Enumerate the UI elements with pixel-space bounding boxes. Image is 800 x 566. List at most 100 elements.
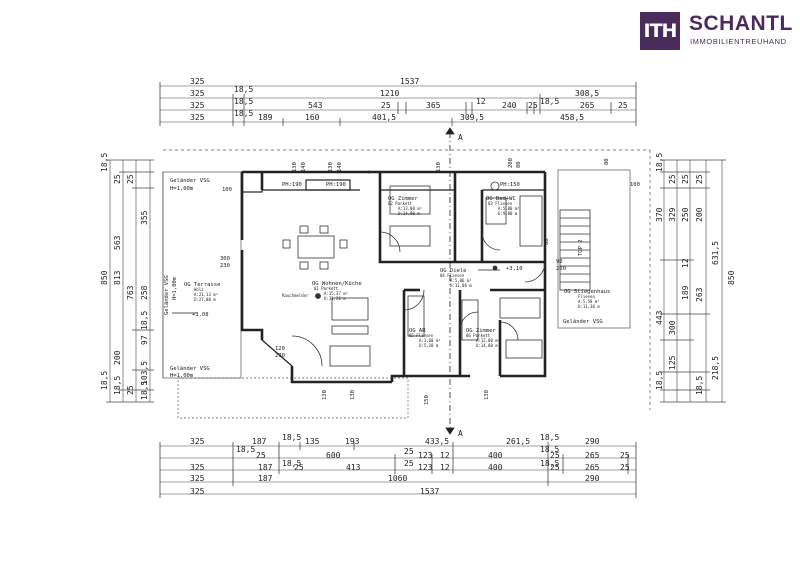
dim-bot-1a: 325 <box>190 437 205 446</box>
dim-left-185b: 18,5 <box>100 153 109 172</box>
dim-left-97: 97 <box>140 335 149 345</box>
dim-bot-2k: 25 <box>620 451 630 460</box>
room-terrace-name: OG Terrasse <box>184 282 220 288</box>
dim-top-3b: 18,5 <box>234 97 253 106</box>
room-stairwell-perimeter: U:11,30 m <box>578 304 600 309</box>
room-stairwell-floor: Fliesen <box>578 294 595 299</box>
dim-right-2185a: 218,5 <box>711 356 720 380</box>
dim-right-185a: 18,5 <box>655 371 664 390</box>
dim-left-763: 763 <box>126 285 135 300</box>
inner-dim-300: 300 <box>220 256 230 262</box>
dim-bot-1b: 187 <box>252 437 267 446</box>
dim-bot-2b: 25 <box>256 451 266 460</box>
dim-top-4a: 325 <box>190 113 205 122</box>
dim-left-185a: 18,5 <box>100 371 109 390</box>
dim-left-813: 813 <box>113 270 122 285</box>
dim-left-25a: 25 <box>113 174 122 184</box>
dim-top-4d: 160 <box>305 113 320 122</box>
dim-bot-2i: 25 <box>550 451 560 460</box>
dim-bot-3g: 123 <box>418 463 433 472</box>
dim-bot-3c: 18,5 <box>282 459 301 468</box>
parapet-height-b: PH:190 <box>326 182 346 188</box>
brand-subtitle: IMMOBILIENTREUHAND <box>690 37 787 46</box>
dim-right-185c: 18,5 <box>695 376 704 395</box>
dim-top-3i: 18,5 <box>540 97 559 106</box>
inner-dim-100b: 100 <box>630 182 640 188</box>
room-hall-area: A:5,06 m² <box>450 278 472 283</box>
dim-bot-2g: 400 <box>488 451 503 460</box>
room-bedroom-1-floor: 02 Parkett <box>388 201 413 206</box>
dim-top-2a: 325 <box>190 89 205 98</box>
dim-bot-5b: 1537 <box>420 487 439 496</box>
room-living-area: A:35,37 m² <box>324 291 348 296</box>
dim-right-125: 125 <box>668 355 677 370</box>
inner-dim-140a: 140 <box>301 162 307 172</box>
room-storage-floor: 05 Fliesen <box>409 333 434 338</box>
dim-bot-3i: 400 <box>488 463 503 472</box>
dim-bot-2f: 12 <box>440 451 450 460</box>
dim-bot-2j: 265 <box>585 451 600 460</box>
railing-top-label: Geländer VSG <box>170 178 210 184</box>
dim-top-3e: 365 <box>426 101 441 110</box>
dim-bot-3f: 25 <box>404 459 414 468</box>
railing-bottom-height: H=1,00m <box>170 373 194 379</box>
top2-label: TOP 2 <box>578 239 584 256</box>
room-storage-name: OG AR <box>409 328 426 334</box>
parapet-height-a: PH:190 <box>282 182 302 188</box>
dim-bot-1f: 433,5 <box>425 437 449 446</box>
room-bedroom-1-perimeter: U:14,80 m <box>398 211 420 216</box>
dim-bot-4d: 290 <box>585 474 600 483</box>
room-bedroom-2: OG Zimmer 06 Parkett A:12,00 m² U:14,00 … <box>466 328 500 348</box>
dim-bot-4c: 1060 <box>388 474 407 483</box>
dim-right-outer: 850 <box>727 270 736 285</box>
dim-right-263: 263 <box>695 287 704 302</box>
dim-top-2b: 18,5 <box>234 85 253 94</box>
inner-dim-100a: 100 <box>222 187 232 193</box>
inner-dim-130f: 130 <box>484 390 490 400</box>
section-label-bottom: A <box>458 429 463 438</box>
dim-right-6315: 631,5 <box>711 241 720 265</box>
room-terrace-floor: Holz <box>194 287 204 292</box>
dim-top-3d: 25 <box>381 101 391 110</box>
dim-bot-3e: 413 <box>346 463 361 472</box>
railing-stair-label: Geländer VSG <box>563 319 603 325</box>
dim-bot-3l: 265 <box>585 463 600 472</box>
dim-bot-3d: 25 <box>294 463 304 472</box>
dim-top-1b: 1537 <box>400 77 419 86</box>
dim-left-200: 200 <box>113 350 122 365</box>
room-bath: OG Bad+WC 03 Fliesen A:5,00 m² U:9,00 m <box>486 196 520 216</box>
inner-dim-120: 120 <box>275 346 285 352</box>
smoke-detector-label: Rauchmelder <box>282 293 309 298</box>
dim-right-370: 370 <box>655 207 664 222</box>
room-stairwell-name: OG Stiegenhaus <box>564 289 610 295</box>
dim-bot-5a: 325 <box>190 487 205 496</box>
dim-left-185e: 18,5 <box>140 381 149 400</box>
inner-dim-130d: 130 <box>322 390 328 400</box>
room-bath-perimeter: U:9,00 m <box>498 211 518 216</box>
dim-bot-1g: 261,5 <box>506 437 530 446</box>
dim-right-12: 12 <box>681 258 690 268</box>
room-bedroom-2-perimeter: U:14,00 m <box>476 343 498 348</box>
inner-dim-200: 200 <box>508 158 514 168</box>
brand-logo-mark: ITH <box>640 12 680 50</box>
dim-right-200: 200 <box>695 207 704 222</box>
dim-bot-2a: 18,5 <box>236 445 255 454</box>
dim-bot-4b: 187 <box>258 474 273 483</box>
inner-dim-230a: 230 <box>220 263 230 269</box>
dim-top-1a: 325 <box>190 77 205 86</box>
dim-right-185b: 18,5 <box>655 153 664 172</box>
dim-right-25a: 25 <box>668 174 677 184</box>
room-hall-name: OG Diele <box>440 268 467 274</box>
room-bath-name: OG Bad+WC <box>486 196 516 202</box>
room-bath-area: A:5,00 m² <box>498 206 520 211</box>
dim-top-3h: 25 <box>528 101 538 110</box>
dim-top-3k: 25 <box>618 101 628 110</box>
inner-dim-80c: 80 <box>544 238 550 245</box>
room-bedroom-2-area: A:12,00 m² <box>476 338 500 343</box>
dim-bot-1c: 18,5 <box>282 433 301 442</box>
dim-top-4e: 401,5 <box>372 113 396 122</box>
room-bedroom-1-name: OG Zimmer <box>388 196 418 202</box>
room-bath-floor: 03 Fliesen <box>488 201 513 206</box>
dim-bot-4a: 325 <box>190 474 205 483</box>
dim-left-355: 355 <box>140 210 149 225</box>
